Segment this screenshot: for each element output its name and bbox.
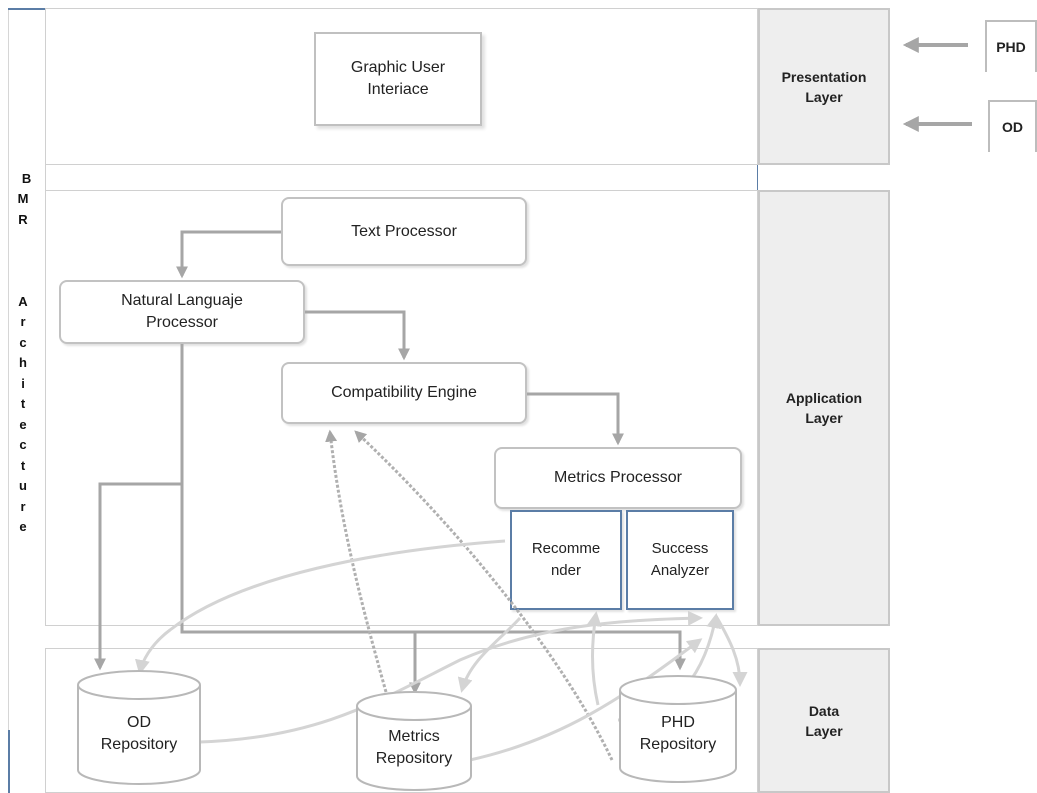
text-processor-box: Text Processor bbox=[281, 197, 527, 266]
gap-line-1 bbox=[45, 165, 46, 190]
nlp-to-od-repository-arrow bbox=[94, 482, 182, 671]
phd-repository-cylinder bbox=[619, 675, 737, 783]
recommender-to-metrics-repo-arrow bbox=[457, 616, 522, 693]
od-repository-cylinder bbox=[77, 670, 201, 785]
input-arrows bbox=[902, 37, 972, 132]
recommender-box: Recomme nder bbox=[510, 510, 622, 610]
side-title: B M R A r c h i t e c t u r e bbox=[8, 148, 38, 538]
light-curved-arrows bbox=[135, 539, 748, 762]
metrics-repository-label: Metrics Repository bbox=[375, 728, 453, 767]
main-flow-arrows bbox=[94, 230, 686, 695]
gap-line-2 bbox=[757, 165, 758, 190]
phd-input-label: PHD bbox=[996, 39, 1026, 55]
presentation-layer-label: Presentation Layer bbox=[758, 8, 890, 165]
od-input-label: OD bbox=[1002, 119, 1023, 135]
nlp-to-repositories-arrow bbox=[180, 344, 686, 671]
data-layer-label: Data Layer bbox=[758, 648, 890, 793]
metrics-repo-to-success-arrow bbox=[469, 638, 703, 762]
phd-repo-to-recommender-arrow bbox=[586, 611, 602, 706]
od-input-document: OD bbox=[988, 100, 1037, 152]
left-blue-edge bbox=[8, 730, 10, 793]
success-analyzer-box: Success Analyzer bbox=[626, 510, 734, 610]
compat-to-metrics-arrow bbox=[527, 392, 624, 446]
graphic-user-interface-box: Graphic User Interiace bbox=[314, 32, 482, 126]
natural-language-processor-box: Natural Languaje Processor bbox=[59, 280, 305, 344]
nlp-to-compat-arrow bbox=[305, 310, 410, 361]
recommender-to-od-repo-arrow bbox=[135, 539, 506, 675]
side-title-letters: B M R A r c h i t e c t u r e bbox=[17, 170, 32, 535]
phd-input-document: PHD bbox=[985, 20, 1037, 72]
text-to-nlp-arrow bbox=[176, 230, 281, 279]
success-to-phd-repo-arrow bbox=[714, 615, 748, 687]
phd-repository-label: PHD Repository bbox=[639, 714, 717, 753]
metrics-repository-cylinder bbox=[356, 691, 472, 791]
od-repo-to-success-arrow bbox=[199, 610, 703, 744]
compatibility-engine-box: Compatibility Engine bbox=[281, 362, 527, 424]
application-layer-label: Application Layer bbox=[758, 190, 890, 626]
architecture-frame bbox=[8, 8, 760, 793]
metrics-processor-box: Metrics Processor bbox=[494, 447, 742, 509]
od-repository-label: OD Repository bbox=[100, 714, 178, 753]
